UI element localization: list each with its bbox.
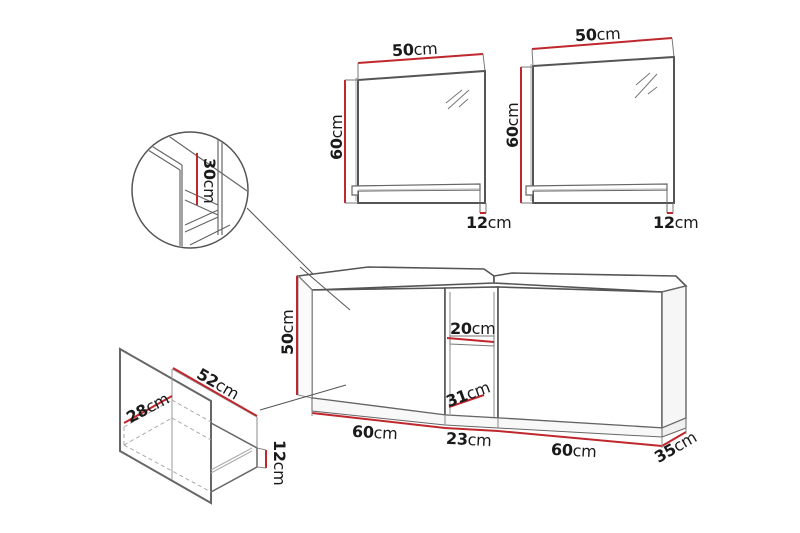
drawer-detail [119,347,258,505]
detail-circle [131,131,347,308]
mirror-left-shelf-label: 12cm [466,213,512,232]
mirror-right-dimension-lines [520,37,673,214]
mirror-left-height-label: 60cm [327,114,346,160]
sideboard-right-width-label: 60cm [550,439,597,462]
glass-reflection-icon [634,72,658,99]
mirror-right [525,55,675,213]
shelf-upper-label: 20cm [450,319,496,338]
sideboard-height-label: 50cm [278,309,297,355]
detail-inner-height-label: 30cm [200,158,219,204]
mirror-right-shelf-label: 12cm [653,213,699,232]
sideboard-left-width-label: 60cm [351,421,398,444]
sideboard [259,266,688,438]
sideboard-dimension-lines [296,276,687,447]
drawer-height-label: 12cm [270,440,289,486]
mirror-left-width-label: 50cm [391,38,438,61]
mirror-right-height-label: 60cm [503,102,522,148]
mirror-right-width-label: 50cm [574,23,621,46]
glass-reflection-icon [445,89,470,110]
mirror-left-dimension-lines [344,53,486,214]
mirror-left [351,69,486,213]
sideboard-middle-width-label: 23cm [445,428,492,451]
drawer-dimension-lines [123,367,267,468]
